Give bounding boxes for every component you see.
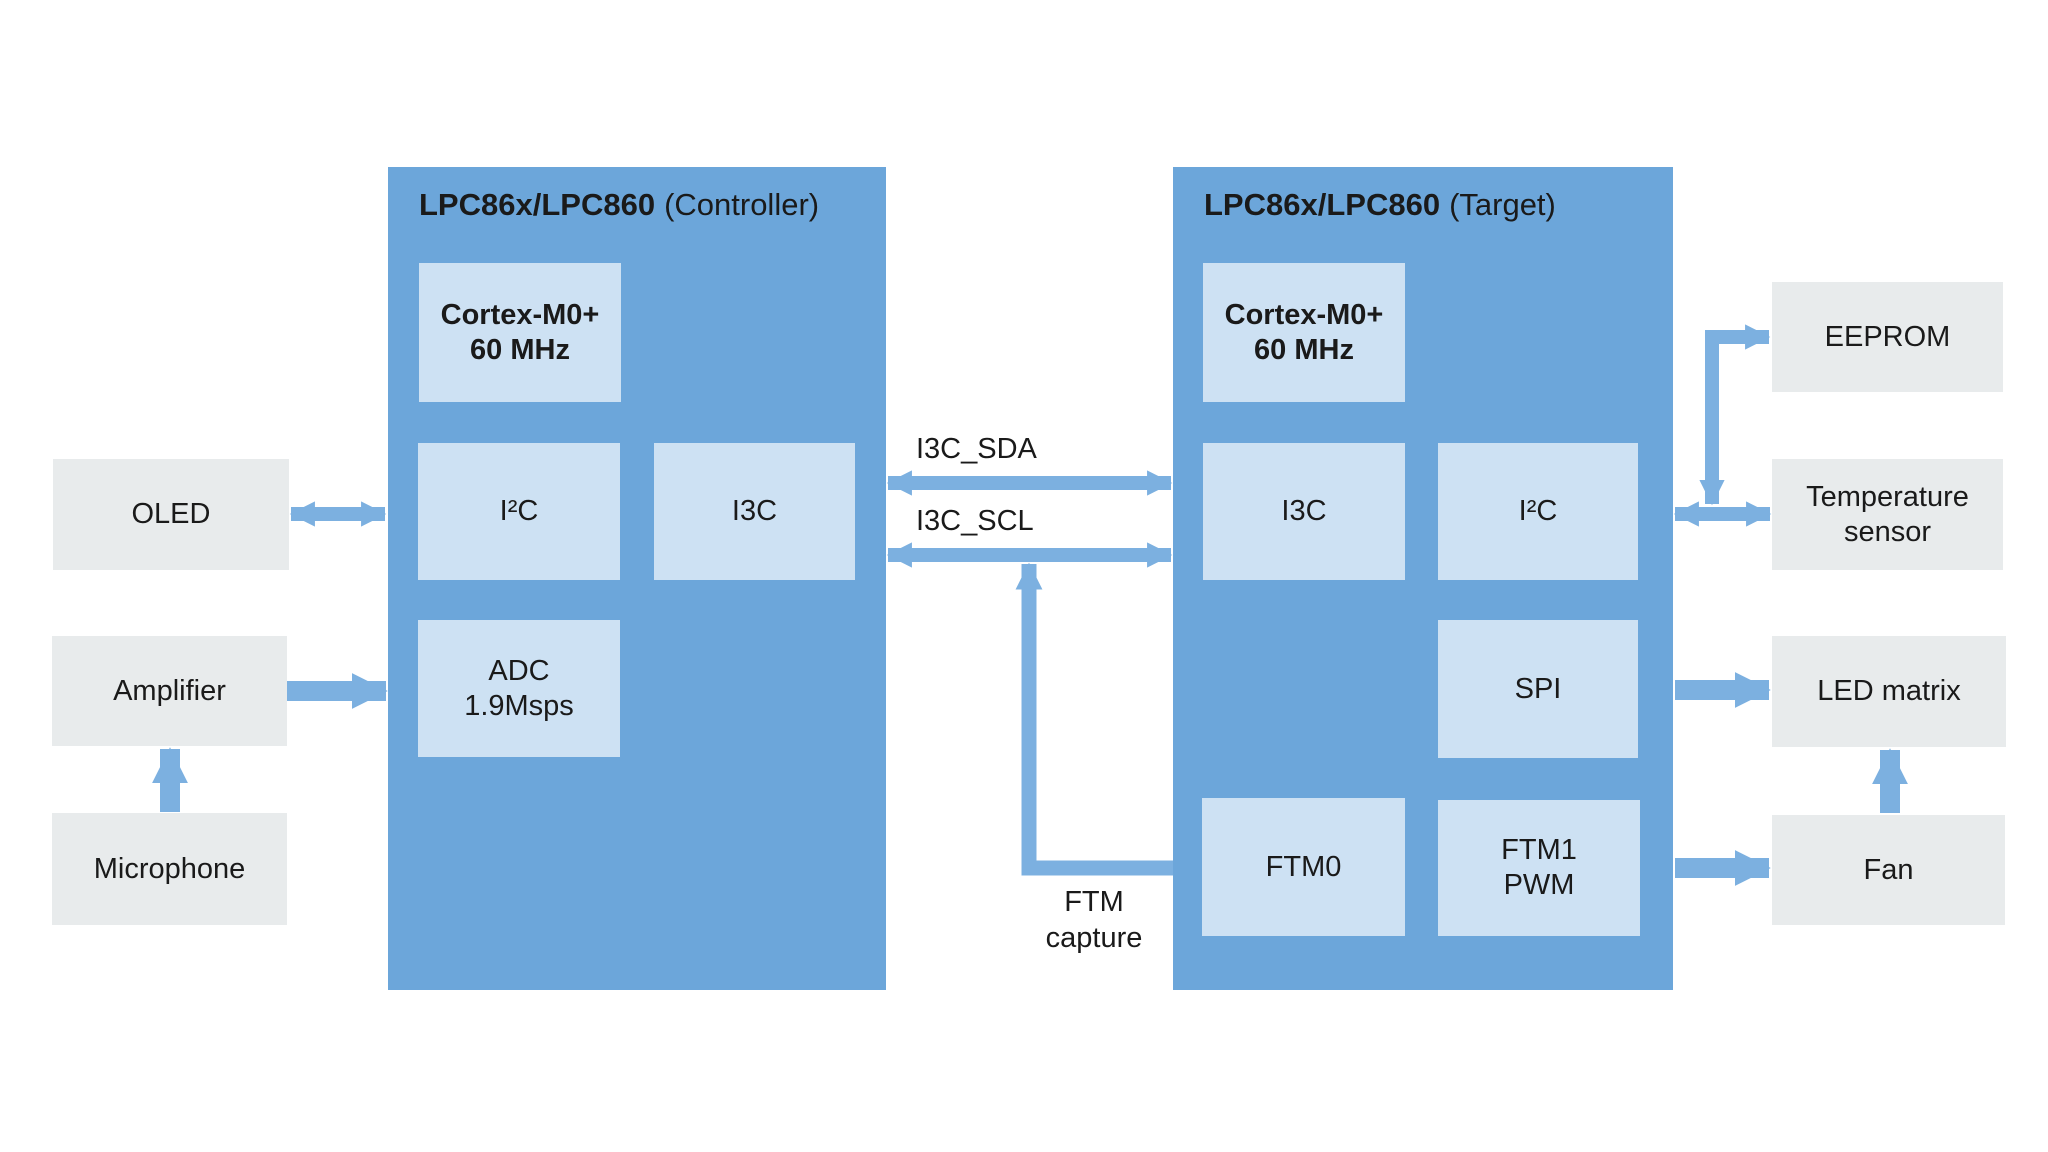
- peripheral-oled: OLED: [53, 459, 289, 570]
- mcu-controller-role: (Controller): [664, 187, 820, 222]
- peripheral-temperature-sensor: Temperature sensor: [1772, 459, 2003, 570]
- block-target-ftm1-line1: FTM1: [1501, 834, 1577, 866]
- block-target-cpu-line1: Cortex-M0+: [1224, 298, 1384, 331]
- peripheral-eeprom: EEPROM: [1772, 282, 2003, 392]
- arrow-eeprom-branch: [1705, 324, 1771, 500]
- block-controller-i3c: I3C: [654, 443, 855, 580]
- label-ftm-capture: FTM capture: [1014, 884, 1174, 956]
- peripheral-microphone: Microphone: [52, 813, 287, 925]
- peripheral-fan: Fan: [1772, 815, 2005, 925]
- mcu-controller-box: LPC86x/LPC860(Controller) Cortex-M0+ 60 …: [388, 167, 886, 990]
- block-target-cpu-line2: 60 MHz: [1254, 333, 1354, 366]
- block-controller-adc-line1: ADC: [488, 654, 550, 687]
- peripheral-amplifier: Amplifier: [52, 636, 287, 746]
- block-controller-adc-line2: 1.9Msps: [464, 689, 574, 722]
- block-target-i2c: I²C: [1438, 443, 1638, 580]
- label-ftm-capture-line2: capture: [1045, 922, 1143, 954]
- block-controller-adc: ADC 1.9Msps: [418, 620, 620, 757]
- label-i3c-scl: I3C_SCL: [916, 505, 1034, 537]
- block-target-i3c: I3C: [1203, 443, 1405, 580]
- block-controller-i2c: I²C: [418, 443, 620, 580]
- mcu-target-title: LPC86x/LPC860(Target): [1204, 187, 1556, 223]
- mcu-controller-name: LPC86x/LPC860: [419, 187, 656, 222]
- block-controller-cpu-line1: Cortex-M0+: [440, 298, 600, 331]
- block-target-cpu: Cortex-M0+ 60 MHz: [1203, 263, 1405, 402]
- block-controller-cpu-line2: 60 MHz: [470, 333, 570, 366]
- mcu-target-box: LPC86x/LPC860(Target) Cortex-M0+ 60 MHz …: [1173, 167, 1673, 990]
- block-target-ftm1: FTM1 PWM: [1438, 800, 1640, 936]
- peripheral-temperature-line1: Temperature: [1806, 480, 1969, 513]
- label-ftm-capture-line1: FTM: [1064, 886, 1124, 918]
- block-target-ftm1-line2: PWM: [1503, 869, 1575, 901]
- arrow-ftm-capture: [1015, 562, 1173, 876]
- label-i3c-sda: I3C_SDA: [916, 433, 1037, 465]
- mcu-target-name: LPC86x/LPC860: [1204, 187, 1441, 222]
- block-target-spi: SPI: [1438, 620, 1638, 758]
- block-target-ftm0: FTM0: [1202, 798, 1405, 936]
- mcu-target-role: (Target): [1449, 187, 1556, 222]
- mcu-controller-title: LPC86x/LPC860(Controller): [419, 187, 819, 223]
- block-controller-cpu: Cortex-M0+ 60 MHz: [419, 263, 621, 402]
- peripheral-temperature-line2: sensor: [1843, 515, 1932, 548]
- peripheral-led-matrix: LED matrix: [1772, 636, 2006, 747]
